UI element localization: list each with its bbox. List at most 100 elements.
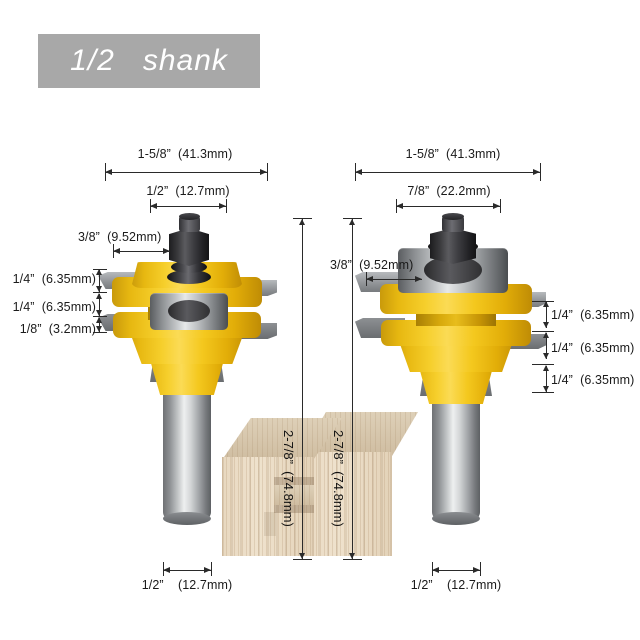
right-cutter-arrow-end [493,203,500,209]
right-cutter-dim-line [396,206,500,207]
right-profile-dim-line-2 [546,333,547,359]
right-profile-tick-a [532,301,554,302]
left-height-tick-bottom [293,559,312,560]
left-shank-diameter-label: 1/2” (12.7mm) [141,578,233,592]
left-bit-washer [167,270,211,284]
right-profile-arrow-3-up [543,365,549,371]
left-profile-tick-c [93,316,107,317]
left-cutter-width-label: 1/2” (12.7mm) [146,184,230,198]
left-bit-screw-head [179,216,200,232]
right-overall-arrow-end [533,169,540,175]
left-bit-screw-top [179,213,200,220]
left-shank-dim-line [163,570,211,571]
right-bit-screw-top [442,213,464,220]
right-bit-shank [432,396,480,520]
left-profile-arrow-3-up [96,317,102,323]
right-height-dim-line [352,218,353,560]
left-top-offset-label: 3/8” (9.52mm) [78,230,162,244]
right-height-label: 2-7/8” (74.8mm) [331,430,346,527]
left-overall-ext-line-b [267,163,268,181]
right-profile-arrow-3-down [543,386,549,392]
left-profile-dim-line-1 [99,270,100,292]
right-profile-tick-d [532,392,554,393]
left-profile-arrow-1-up [96,269,102,275]
right-height-arrow-top [349,219,355,225]
right-top-offset-arrow-start [366,276,373,282]
left-bit-shank [163,388,211,520]
left-height-label: 2-7/8” (74.8mm) [281,430,296,527]
left-overall-arrow-start [105,169,112,175]
right-profile-dim-line-1 [546,302,547,328]
left-height-arrow-top [299,219,305,225]
right-shank-arrow-end [473,567,480,573]
left-shank-ext-line-b [211,562,212,576]
left-bit-washer-2 [171,261,207,273]
right-shank-ext-line-b [480,562,481,576]
left-height-tick-top [293,218,312,219]
left-top-offset-dim-line [113,251,170,252]
wood-block-right-front-face [300,452,392,556]
shank-banner-background [38,34,260,88]
left-top-offset-arrow-start [113,248,120,254]
left-profile-2-label: 1/4” (6.35mm) [12,300,96,314]
right-bit-screw-head [442,216,464,232]
right-profile-arrow-2-up [543,332,549,338]
shank-banner-label: 1/2 shank [70,44,228,77]
right-overall-ext-line-b [540,163,541,181]
right-profile-1-label: 1/4” (6.35mm) [551,308,635,322]
left-profile-arrow-2-down [96,310,102,316]
left-bit-hex-nut [169,228,209,266]
left-cutter-dim-line [150,206,226,207]
left-profile-arrow-1-down [96,286,102,292]
left-shank-arrow-end [204,567,211,573]
right-shank-arrow-start [432,567,439,573]
left-profile-tick-a [93,269,107,270]
left-top-offset-arrow-end [163,248,170,254]
right-height-arrow-bottom [349,553,355,559]
left-profile-arrow-3-down [96,326,102,332]
left-profile-tick-d [93,332,107,333]
left-profile-dim-line-3 [99,318,100,332]
left-shank-arrow-start [163,567,170,573]
wood-joint-groove-lower [274,505,314,513]
right-shank-diameter-label: 1/2” (12.7mm) [410,578,502,592]
right-cutter-arrow-start [396,203,403,209]
right-top-offset-arrow-end [415,276,422,282]
left-profile-tick-b [93,292,107,293]
right-top-offset-dim-line [366,279,422,280]
left-profile-arrow-2-up [96,293,102,299]
left-bit-bearing-inner-race [168,300,210,322]
right-overall-dim-line [355,172,540,173]
right-profile-2-label: 1/4” (6.35mm) [551,341,635,355]
left-profile-3-label: 1/8” (3.2mm) [19,322,96,336]
left-cutter-arrow-start [150,203,157,209]
right-bit-shank-end [432,512,480,525]
left-profile-dim-line-2 [99,294,100,316]
right-cutter-width-label: 7/8” (22.2mm) [407,184,491,198]
right-height-tick-top [343,218,362,219]
right-bit-hex-nut [430,228,476,264]
right-profile-tick-c [532,364,554,365]
left-height-arrow-bottom [299,553,305,559]
right-profile-dim-line-3 [546,366,547,392]
left-height-dim-line [302,218,303,560]
left-overall-width-label: 1-5/8” (41.3mm) [137,147,233,161]
left-overall-arrow-end [260,169,267,175]
right-profile-3-label: 1/4” (6.35mm) [551,373,635,387]
left-overall-dim-line [105,172,267,173]
right-height-tick-bottom [343,559,362,560]
wood-joint-tongue [274,485,314,505]
right-shank-dim-line [432,570,480,571]
right-top-offset-label: 3/8” (9.52mm) [330,258,414,272]
wood-joint-step-shadow [264,512,276,536]
left-cutter-ext-line-b [226,199,227,213]
right-overall-arrow-start [355,169,362,175]
left-profile-1-label: 1/4” (6.35mm) [12,272,96,286]
left-bit-shank-end [163,512,211,525]
right-cutter-ext-line-b [500,199,501,213]
right-profile-arrow-1-down [543,322,549,328]
right-profile-arrow-2-down [543,353,549,359]
wood-block-left-front-face [222,457,314,556]
left-cutter-arrow-end [219,203,226,209]
